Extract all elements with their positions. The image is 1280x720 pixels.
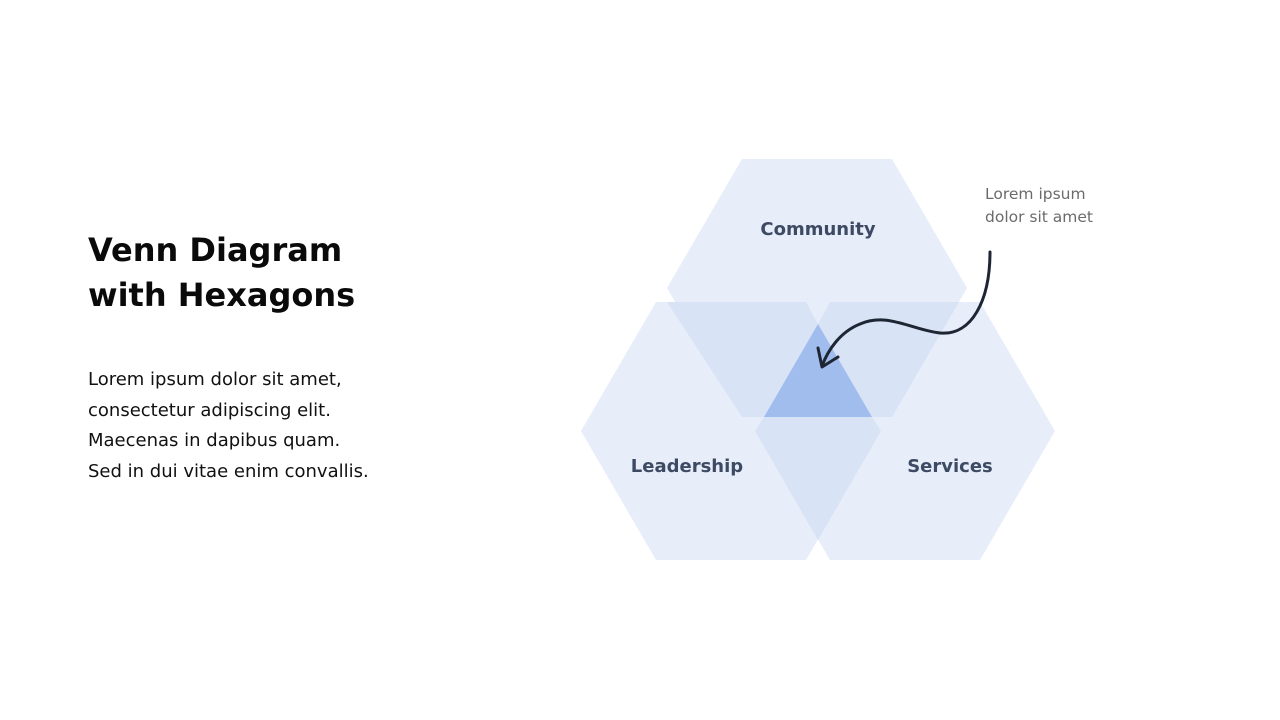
- body-text: Lorem ipsum dolor sit amet, consectetur …: [88, 369, 369, 482]
- overlap-center: [764, 324, 872, 417]
- slide-title: Venn Diagram with Hexagons: [88, 231, 356, 314]
- arrow-head-icon: [816, 346, 840, 369]
- overlap-leadership-services: [755, 417, 881, 540]
- overlap-community-leadership: [667, 302, 818, 417]
- callout-arrow: [820, 250, 992, 368]
- label-leadership: Leadership: [631, 456, 743, 477]
- callout-text: Lorem ipsum dolor sit amet: [985, 185, 1094, 226]
- label-services: Services: [907, 456, 993, 477]
- label-community: Community: [760, 219, 875, 240]
